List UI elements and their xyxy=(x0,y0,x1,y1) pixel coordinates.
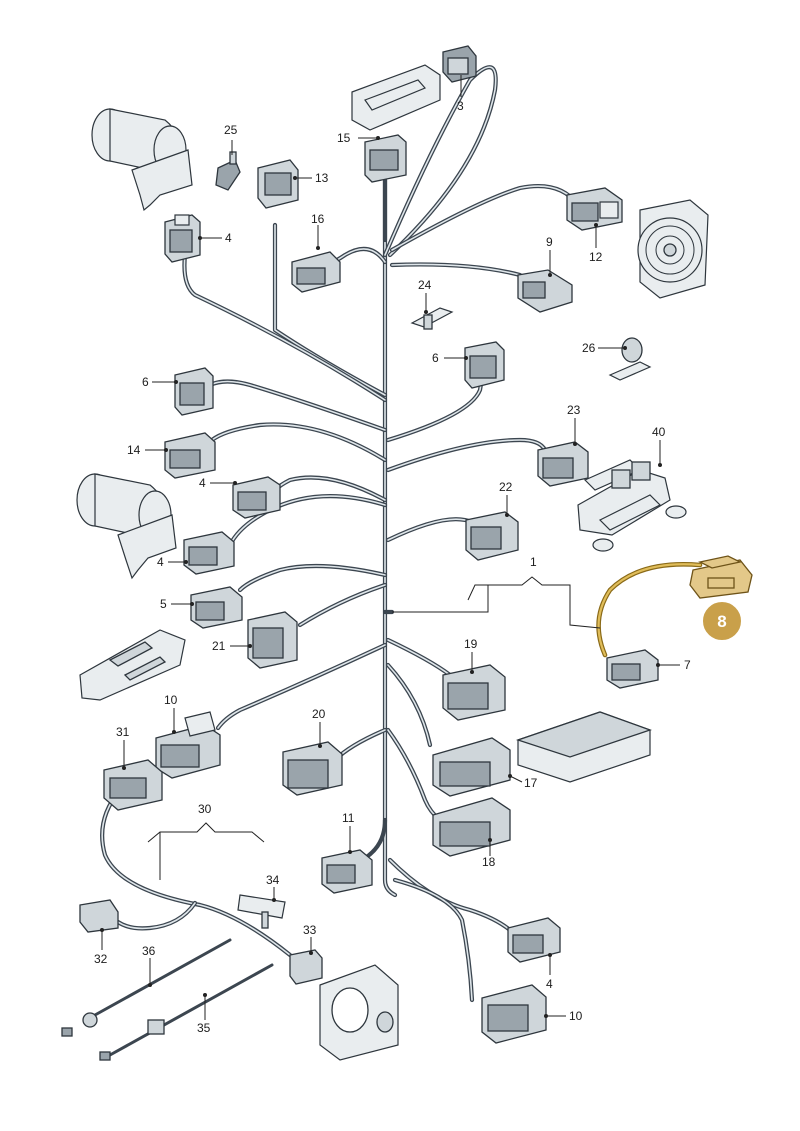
connector-9[interactable] xyxy=(517,269,573,313)
callout-10a[interactable]: 10 xyxy=(164,693,178,707)
callout-34[interactable]: 34 xyxy=(266,873,280,887)
callout-6a[interactable]: 6 xyxy=(142,375,149,389)
connector-5[interactable] xyxy=(190,586,243,629)
control-module xyxy=(515,711,652,783)
callout-9[interactable]: 9 xyxy=(546,235,553,249)
connector-31[interactable] xyxy=(103,759,163,811)
callout-26[interactable]: 26 xyxy=(582,341,596,355)
callout-30[interactable]: 30 xyxy=(198,802,212,816)
callout-35[interactable]: 35 xyxy=(197,1021,211,1035)
badge-label: 8 xyxy=(717,612,726,631)
callout-4a[interactable]: 4 xyxy=(225,231,232,245)
actuator-motor-mid xyxy=(76,473,177,580)
callout-23[interactable]: 23 xyxy=(567,403,581,417)
connector-4-lower[interactable] xyxy=(183,531,235,575)
callout-36[interactable]: 36 xyxy=(142,944,156,958)
connector-20[interactable] xyxy=(282,741,343,796)
callout-4b[interactable]: 4 xyxy=(199,476,206,490)
callout-22[interactable]: 22 xyxy=(499,480,513,494)
clip-24[interactable] xyxy=(410,307,454,330)
callout-40[interactable]: 40 xyxy=(652,425,666,439)
bracket-ref-30 xyxy=(147,822,265,880)
callout-20[interactable]: 20 xyxy=(312,707,326,721)
callout-31[interactable]: 31 xyxy=(116,725,130,739)
connector-6-left[interactable] xyxy=(174,367,214,416)
highlight-badge-8[interactable]: 8 xyxy=(701,600,743,642)
callout-6b[interactable]: 6 xyxy=(432,351,439,365)
callout-33[interactable]: 33 xyxy=(303,923,317,937)
connector-22[interactable] xyxy=(465,511,519,561)
leader-lines xyxy=(100,75,680,1020)
callout-7[interactable]: 7 xyxy=(684,658,691,672)
connector-13[interactable] xyxy=(257,159,299,209)
callout-18[interactable]: 18 xyxy=(482,855,496,869)
callout-24[interactable]: 24 xyxy=(418,278,432,292)
connector-15[interactable] xyxy=(364,134,407,183)
callout-5[interactable]: 5 xyxy=(160,597,167,611)
connector-18[interactable] xyxy=(432,797,511,857)
connector-4-bottom[interactable] xyxy=(507,917,561,963)
connector-16[interactable] xyxy=(291,251,341,293)
connector-4-top[interactable] xyxy=(164,214,201,263)
callout-32[interactable]: 32 xyxy=(94,952,108,966)
connector-14[interactable] xyxy=(164,432,216,479)
callout-12[interactable]: 12 xyxy=(589,250,603,264)
clip-26[interactable] xyxy=(608,337,652,381)
cable-tie-35[interactable] xyxy=(99,963,274,1061)
connector-4-mid[interactable] xyxy=(232,476,281,519)
callout-21[interactable]: 21 xyxy=(212,639,226,653)
callout-25[interactable]: 25 xyxy=(224,123,238,137)
callout-4d[interactable]: 4 xyxy=(546,977,553,991)
connector-10-left[interactable] xyxy=(155,711,221,779)
fan-unit xyxy=(637,199,709,299)
callout-17[interactable]: 17 xyxy=(524,776,538,790)
callout-15[interactable]: 15 xyxy=(337,131,351,145)
callout-3[interactable]: 3 xyxy=(457,99,464,113)
connector-10-bottom[interactable] xyxy=(481,984,547,1044)
connector-23[interactable] xyxy=(537,441,589,487)
seat-module-40 xyxy=(577,459,687,552)
callout-14[interactable]: 14 xyxy=(127,443,141,457)
connector-21[interactable] xyxy=(247,611,298,669)
callout-13[interactable]: 13 xyxy=(315,171,329,185)
bracket-3 xyxy=(351,64,441,131)
connector-3[interactable] xyxy=(442,45,477,83)
seat-switch-panel xyxy=(79,629,186,701)
connector-33[interactable] xyxy=(289,949,323,985)
sub-harness-30 xyxy=(100,787,293,958)
connector-32[interactable] xyxy=(79,899,119,933)
callout-16[interactable]: 16 xyxy=(311,212,325,226)
cable-tie-36[interactable] xyxy=(61,938,232,1037)
bracket-ref-1 xyxy=(392,576,601,629)
connector-25[interactable] xyxy=(215,151,241,191)
connector-7[interactable] xyxy=(606,649,659,689)
connector-19[interactable] xyxy=(442,664,506,721)
callout-19[interactable]: 19 xyxy=(464,637,478,651)
callout-11[interactable]: 11 xyxy=(342,811,355,825)
callout-10b[interactable]: 10 xyxy=(569,1009,583,1023)
callout-4c[interactable]: 4 xyxy=(157,555,164,569)
callout-labels: 3 25 13 4 15 16 12 9 24 26 6 6 14 23 40 … xyxy=(94,99,691,1035)
connector-6-right[interactable] xyxy=(464,341,505,389)
connector-12[interactable] xyxy=(566,187,623,231)
highlighted-harness-8[interactable] xyxy=(596,555,753,658)
callout-1[interactable]: 1 xyxy=(530,555,537,569)
actuator-motor-top xyxy=(91,108,193,212)
connector-11[interactable] xyxy=(321,849,373,894)
main-harness xyxy=(182,65,581,1003)
belt-pulley xyxy=(319,964,399,1061)
connector-17[interactable] xyxy=(432,737,511,797)
